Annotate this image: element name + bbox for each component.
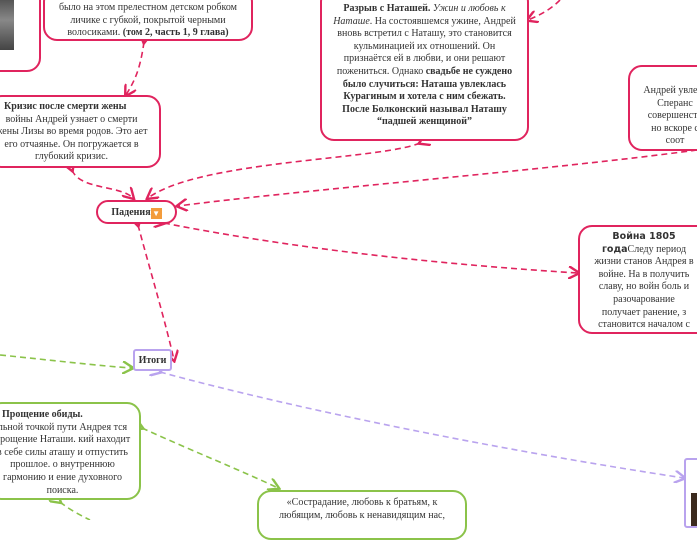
- crisis-node[interactable]: Кризис после смерти жены войны Андрей уз…: [0, 95, 161, 168]
- breakup-title: Разрыв с Наташей.: [343, 3, 431, 14]
- speransky-text: Андрей увле В Сперанс совершенств но вск…: [643, 85, 697, 147]
- link-top-breakup: [528, 0, 561, 20]
- quote-node[interactable]: было на этом прелестном детском робком л…: [43, 0, 253, 41]
- link-speransky-falls: [178, 149, 697, 206]
- compassion-node[interactable]: «Сострадание, любовь к братьям, к любящи…: [257, 490, 467, 540]
- link-falls-results: [138, 225, 174, 360]
- war-title: Война 1805 года: [601, 231, 676, 255]
- purple-node[interactable]: [684, 458, 697, 528]
- link-quote-crisis: [126, 42, 144, 95]
- link-falls-war: [164, 223, 578, 273]
- crisis-text: войны Андрей узнает о смерти жены Лизы в…: [0, 113, 148, 163]
- results-label: Итоги: [138, 355, 167, 366]
- results-node[interactable]: Итоги: [133, 349, 172, 371]
- war-text: Следу период жизни станов Андрея в войне…: [594, 243, 694, 332]
- link-crisis-falls: [72, 170, 133, 198]
- link-forgiveness-below: [60, 502, 91, 520]
- link-breakup-falls: [148, 143, 420, 198]
- breakup-node[interactable]: Разрыв с Наташей. Ужин и любовь к Наташе…: [320, 0, 529, 141]
- war-node[interactable]: Война 1805 годаСледу период жизни станов…: [578, 225, 697, 334]
- quote-text: было на этом прелестном детском робком л…: [58, 2, 238, 39]
- breakup-text: . На состоявшемся ужине, Андрей вновь вс…: [336, 15, 516, 77]
- breakup-italic: Ужин и любовь к Наташе: [333, 3, 506, 27]
- forgiveness-node[interactable]: Прощение обиды. льной точкой пути Андрея…: [0, 402, 141, 500]
- forgiveness-text: льной точкой пути Андрея тся прощение На…: [0, 421, 131, 496]
- connector-lines: [0, 0, 697, 520]
- node-image: [691, 493, 697, 526]
- link-forgiveness-compassion: [142, 428, 278, 488]
- forgiveness-title: Прощение обиды.: [2, 409, 83, 420]
- orange-down-triangle-icon: ▼: [150, 208, 162, 219]
- speransky-node[interactable]: Андрей увле В Сперанс совершенств но вск…: [628, 65, 697, 151]
- quote-reference: (том 2, часть 1, 9 глава): [122, 27, 229, 39]
- link-results-purple: [160, 372, 684, 478]
- link-left-results: [0, 354, 132, 368]
- breakup-bold: свадьбе не суждено было случиться: Наташ…: [342, 65, 513, 128]
- falls-node[interactable]: Падения▼: [96, 200, 177, 224]
- compassion-text: «Сострадание, любовь к братьям, к любящи…: [279, 497, 445, 521]
- crisis-title: Кризис после смерти жены: [4, 101, 127, 112]
- falls-label: Падения: [111, 207, 151, 218]
- image-node[interactable]: [0, 0, 41, 72]
- portrait-image: [0, 0, 14, 50]
